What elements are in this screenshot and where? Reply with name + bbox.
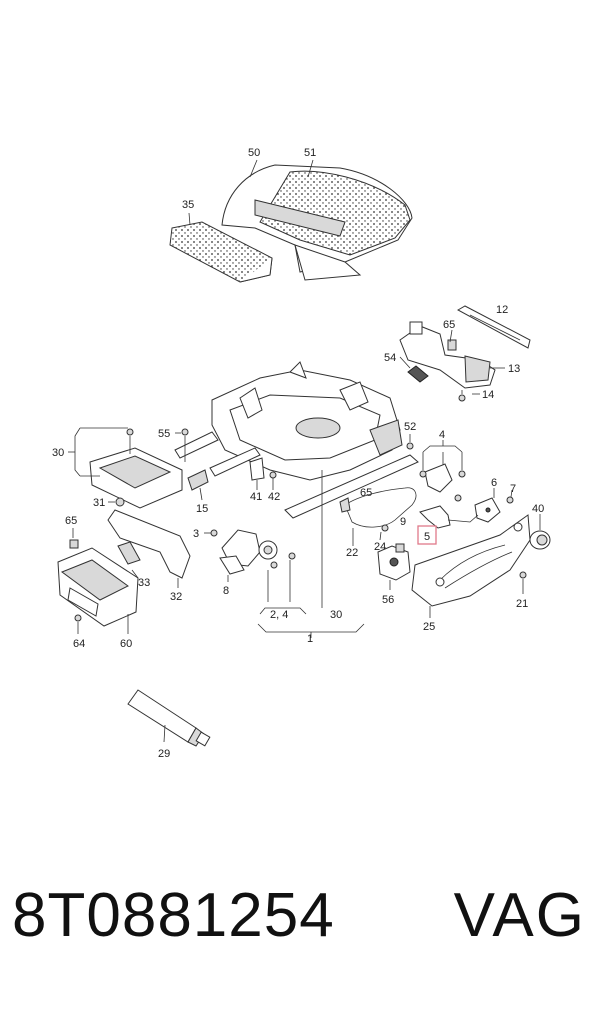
cap-15-part[interactable] [187, 469, 209, 491]
callout-65-center[interactable]: 65 [360, 487, 372, 499]
callout-65-top[interactable]: 65 [443, 319, 455, 331]
height-adjuster-part[interactable] [219, 529, 278, 575]
callout-12[interactable]: 12 [496, 304, 508, 316]
release-lever-9-part[interactable] [419, 505, 479, 529]
rail-12-part[interactable] [456, 305, 531, 349]
callout-64[interactable]: 64 [73, 638, 85, 650]
motor-56-part[interactable] [377, 543, 411, 581]
callout-65-left[interactable]: 65 [65, 515, 77, 527]
callout-21[interactable]: 21 [516, 598, 528, 610]
callout-31[interactable]: 31 [93, 497, 105, 509]
callout-30-left[interactable]: 30 [52, 447, 64, 459]
cushion-insert-part[interactable] [169, 221, 273, 283]
callout-5[interactable]: 5 [424, 531, 430, 543]
trim-32-part[interactable] [107, 509, 191, 579]
seat-frame-part[interactable] [211, 361, 403, 481]
callout-42[interactable]: 42 [268, 491, 280, 503]
callout-29[interactable]: 29 [158, 748, 170, 760]
motor-54-part[interactable] [407, 365, 429, 383]
seat-cushion-part[interactable] [221, 164, 413, 281]
bracket-assembly-part[interactable] [399, 321, 496, 389]
runner-rails-part[interactable] [174, 431, 419, 519]
mounting-plate-30-part[interactable] [89, 447, 183, 509]
side-cover-25-part[interactable] [411, 514, 531, 607]
callout-1[interactable]: 1 [307, 633, 313, 645]
callout-2-4[interactable]: 2, 4 [270, 609, 288, 621]
callout-50[interactable]: 50 [248, 147, 260, 159]
callout-41[interactable]: 41 [250, 491, 262, 503]
knob-40-part[interactable] [529, 530, 551, 550]
clip-41-part[interactable] [249, 457, 265, 481]
grease-tube-29-part[interactable] [127, 689, 211, 747]
callout-7[interactable]: 7 [510, 483, 516, 495]
callout-51[interactable]: 51 [304, 147, 316, 159]
callout-15[interactable]: 15 [196, 503, 208, 515]
callout-13[interactable]: 13 [508, 363, 520, 375]
callout-4[interactable]: 4 [439, 429, 445, 441]
callout-32[interactable]: 32 [170, 591, 182, 603]
brand-name: VAG [453, 881, 586, 950]
footer: 8T0881254 VAG [0, 880, 600, 990]
lever-6-part[interactable] [474, 497, 501, 523]
exploded-parts-diagram: 50 51 35 12 65 54 13 14 [52, 147, 551, 760]
callout-60[interactable]: 60 [120, 638, 132, 650]
callout-25[interactable]: 25 [423, 621, 435, 633]
callout-30-right[interactable]: 30 [330, 609, 342, 621]
callout-55[interactable]: 55 [158, 428, 170, 440]
callout-54[interactable]: 54 [384, 352, 396, 364]
callout-6[interactable]: 6 [491, 477, 497, 489]
part-number: 8T0881254 [12, 881, 335, 950]
hinge-bracket-part[interactable] [424, 463, 453, 493]
callout-22[interactable]: 22 [346, 547, 358, 559]
callout-9[interactable]: 9 [400, 516, 406, 528]
callout-56[interactable]: 56 [382, 594, 394, 606]
cable-65-part[interactable] [339, 487, 417, 528]
clip-33-part[interactable] [117, 541, 141, 565]
callout-8[interactable]: 8 [223, 585, 229, 597]
callout-33[interactable]: 33 [138, 577, 150, 589]
highlight-box-part-5[interactable] [417, 525, 437, 545]
callout-14[interactable]: 14 [482, 389, 494, 401]
callout-40[interactable]: 40 [532, 503, 544, 515]
callout-52[interactable]: 52 [404, 421, 416, 433]
callout-35[interactable]: 35 [182, 199, 194, 211]
callout-3[interactable]: 3 [193, 528, 199, 540]
storage-drawer-60-part[interactable] [57, 547, 139, 627]
